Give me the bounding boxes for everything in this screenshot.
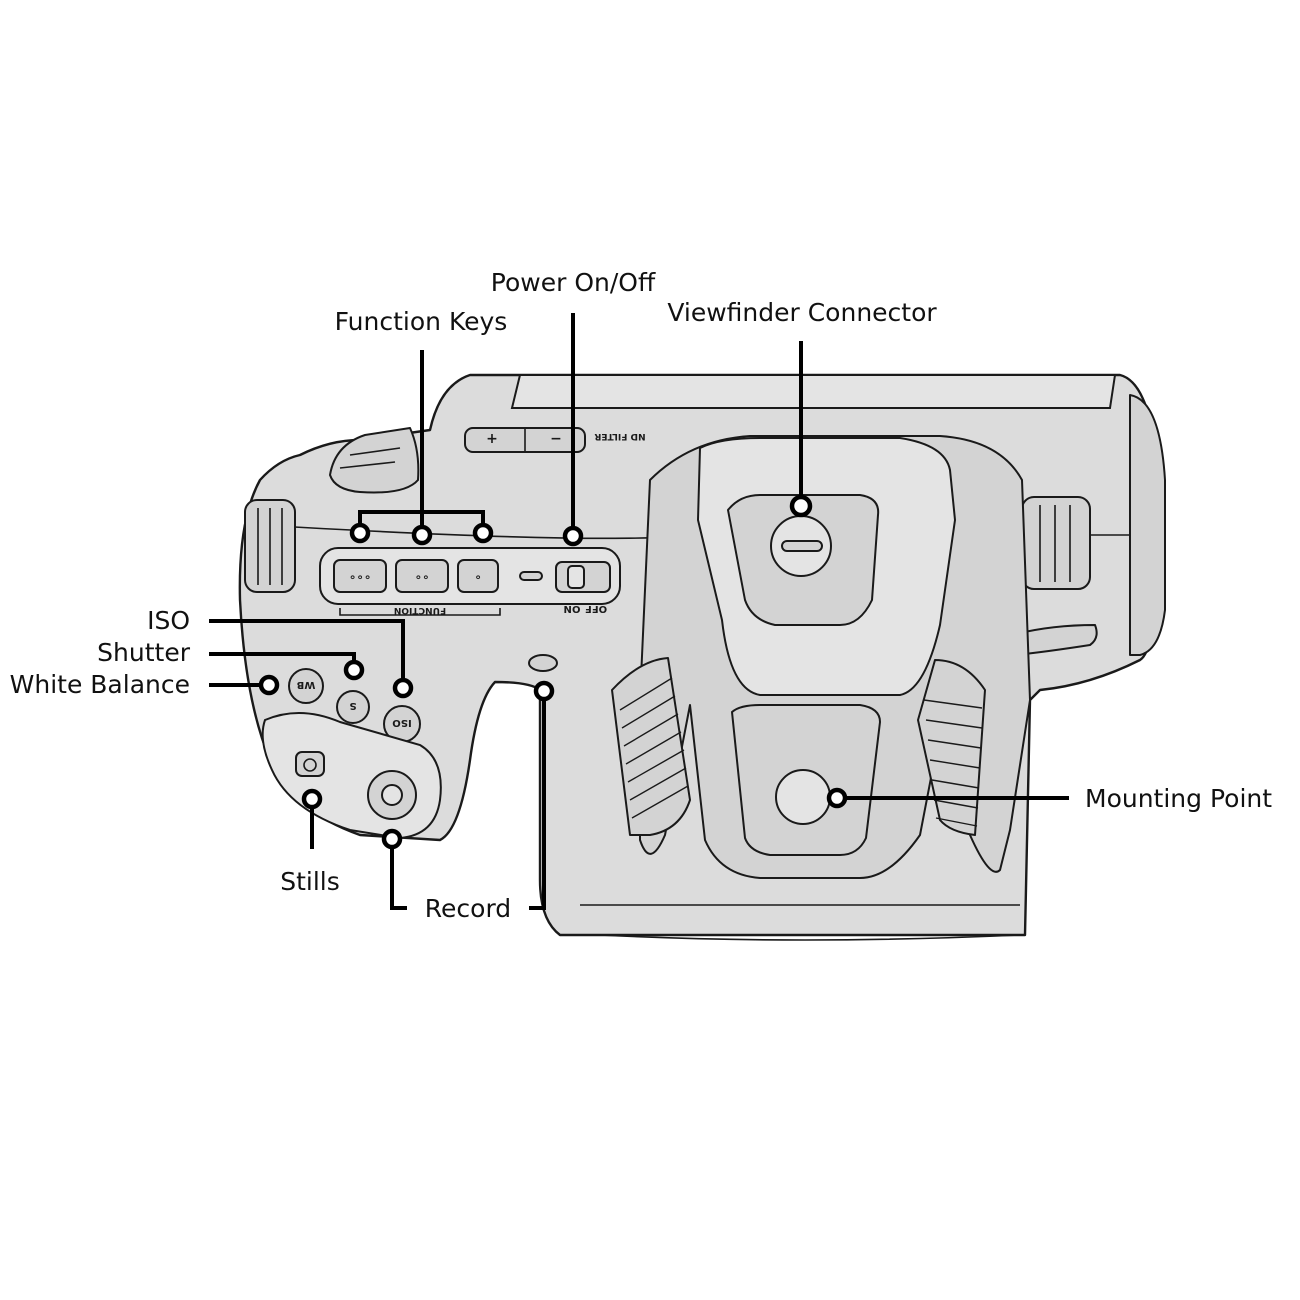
function-key-2 [395,559,449,593]
record-button-marker [381,828,403,850]
white-balance-marker [258,674,280,696]
label-function-keys: Function Keys [335,307,508,336]
function-key-panel: ∘∘∘ ∘∘ ∘ FUNCTION OFF ON [319,547,621,616]
function-key-2-mark: ∘∘ [414,570,429,584]
label-white-balance: White Balance [10,670,190,699]
label-viewfinder: Viewfinder Connector [667,298,937,327]
exposure-buttons: WB S ISO [288,668,421,743]
record-side-marker [533,680,555,702]
function-panel-label: FUNCTION [394,605,446,615]
nd-minus: − [550,431,562,447]
iso-button-label: ISO [392,717,411,728]
switch-on-label: ON [564,603,581,614]
label-shutter: Shutter [97,638,191,667]
mounting-point-socket [775,769,831,825]
s-button-label: S [349,700,356,711]
label-record: Record [425,894,511,923]
mounting-marker [826,787,848,809]
function-key-1-mark: ∘∘∘ [349,570,372,584]
power-marker [562,525,584,547]
mic-hole [528,654,558,672]
label-stills: Stills [280,867,340,896]
iso-leader [209,619,405,684]
function-key-1-marker [349,522,371,544]
viewfinder-marker [789,494,813,518]
bottom-skirt [580,904,1021,941]
lcd-edge [510,374,1117,409]
record-leader-left [390,843,407,910]
stills-marker [301,788,323,810]
right-strap-lug [1021,496,1091,590]
function-key-1 [333,559,387,593]
s-button [336,690,370,724]
left-vent-ribs [611,657,691,836]
function-key-3-mark: ∘ [474,570,482,584]
label-iso: ISO [147,606,190,635]
lens-edge [1129,394,1166,656]
control-wheel [329,427,420,494]
function-keys-leader [358,350,485,537]
iso-marker [392,677,414,699]
nd-filter-rocker: + − ND FILTER [464,427,646,453]
switch-off-label: OFF [585,603,607,614]
shutter-marker [343,659,365,681]
callout-labels: Power On/Off Function Keys Viewfinder Co… [10,268,1273,923]
callout-leaders [209,313,1069,910]
nd-plus: + [486,431,498,447]
record-leader-right [529,695,546,910]
wb-button-label: WB [297,679,316,690]
function-key-2-marker [411,524,433,546]
stills-button [295,751,325,777]
label-power: Power On/Off [491,268,656,297]
label-mounting: Mounting Point [1085,784,1272,813]
wb-button [288,668,324,704]
function-key-3-marker [472,522,494,544]
function-key-3 [457,559,499,593]
right-vent-ribs [917,659,986,836]
nd-filter-label: ND FILTER [594,431,645,441]
